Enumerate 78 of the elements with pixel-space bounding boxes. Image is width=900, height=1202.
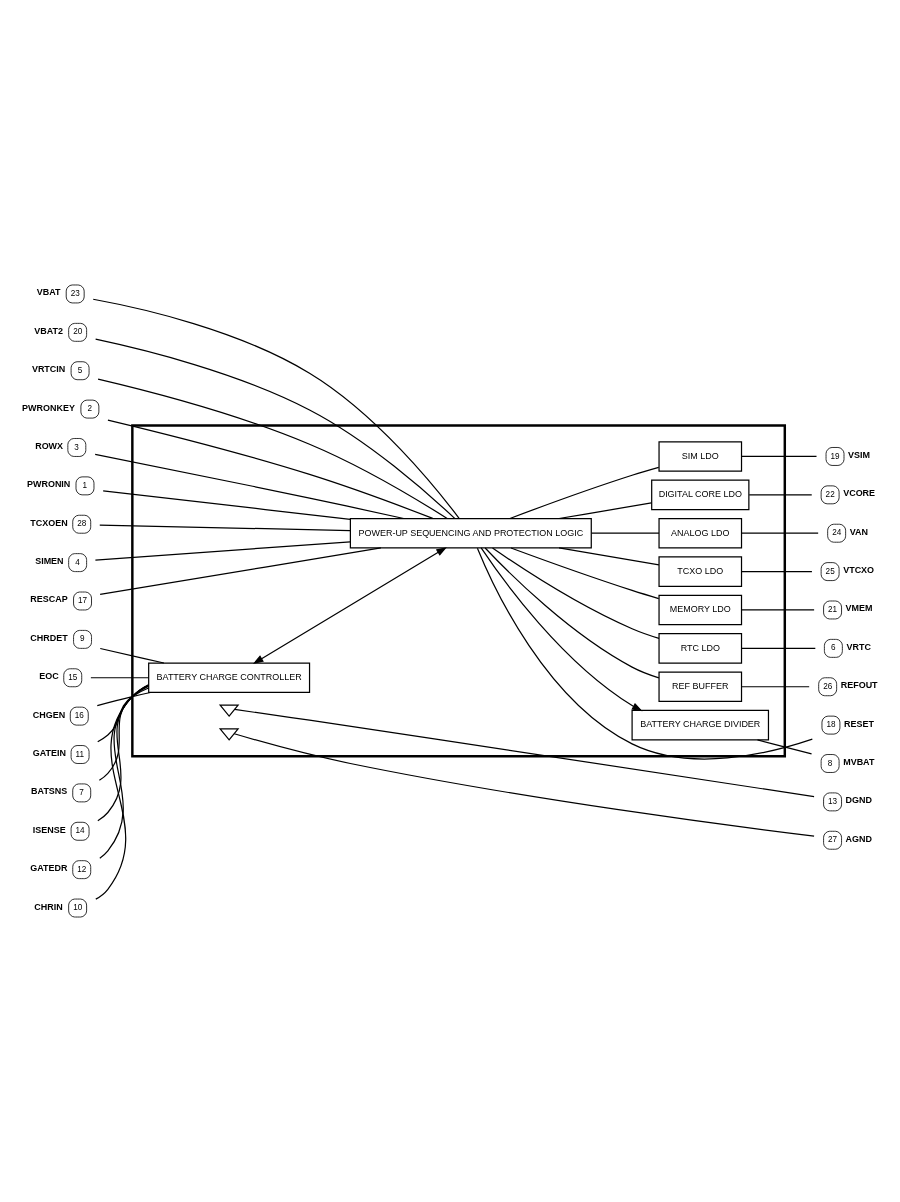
connector [234,708,815,798]
connector [484,547,660,679]
node-label: SIMEN [35,556,64,567]
node-label: VSIM [848,449,871,460]
node-label: VAN [849,526,868,537]
connector [476,547,813,760]
node-label: VRTCIN [31,364,66,375]
connector [741,532,819,534]
node-label: GATEDR [30,863,68,874]
node-label: MVBAT [843,756,875,767]
node-box: DIGITAL CORE LDO [651,479,750,511]
node-box: POWER-UP SEQUENCING AND PROTECTION LOGIC [349,517,592,549]
connector [92,298,460,519]
node-label: AGND [845,833,873,844]
connector [558,547,660,566]
connector [95,338,456,519]
node-box: RTC LDO [658,633,743,664]
node-box: MEMORY LDO [658,594,743,626]
node-label: VRTC [846,641,871,652]
connector [99,684,150,859]
node-box: TCXO LDO [658,556,743,587]
node-box: BATTERY CHARGE CONTROLLER [148,662,311,694]
connector [102,490,351,520]
node-box: SIM LDO [658,441,743,472]
connector [741,455,818,458]
node-label: CHRDET [30,632,68,643]
connector [558,502,653,520]
connector [90,677,150,679]
connector [510,547,660,600]
connector [233,733,815,837]
node-label: PWRONKEY [22,402,75,413]
node-label: DGND [845,795,873,806]
connector [94,541,351,561]
connector [98,685,150,781]
connector [96,691,152,707]
node-label: ROWX [35,440,64,451]
node-label: BATSNS [31,786,68,797]
connector [107,419,434,520]
arrow [480,547,643,712]
connector [97,378,448,520]
connector [95,684,150,900]
node-label: RESCAP [30,594,68,605]
node-label: VBAT [36,287,61,298]
cluster [131,424,787,758]
connector [509,466,660,520]
node-label: PWRONIN [27,479,71,490]
connector [741,686,810,688]
connector [741,647,816,649]
node-label: CHRIN [34,901,63,912]
node-box: REF BUFFER [658,671,743,703]
connector [99,647,165,664]
connector [748,494,813,496]
connector [741,609,815,611]
node-box: ANALOG LDO [658,517,743,549]
node-box: BATTERY CHARGE DIVIDER [631,709,770,741]
node-label: TCXOEN [30,517,68,528]
connector [97,687,150,743]
node-label: EOC [39,671,59,682]
node-label: CHGEN [32,709,66,720]
node-label: REFOUT [840,680,878,691]
node-label: VCORE [843,488,876,499]
connector [756,739,813,755]
node-label: ISENSE [32,824,66,835]
node-ground [218,728,240,741]
connector [491,547,660,639]
connector [99,547,382,596]
connector [741,571,813,573]
node-label: GATEIN [32,747,66,758]
node-label: VBAT2 [34,325,64,336]
connector [97,684,150,822]
connector [590,532,660,534]
arrow [252,547,447,664]
connector [99,524,351,532]
connector [94,453,405,520]
node-label: RESET [844,718,874,729]
node-label: VMEM [845,603,873,614]
node-ground [218,704,240,718]
node-label: VTCXO [843,565,875,576]
